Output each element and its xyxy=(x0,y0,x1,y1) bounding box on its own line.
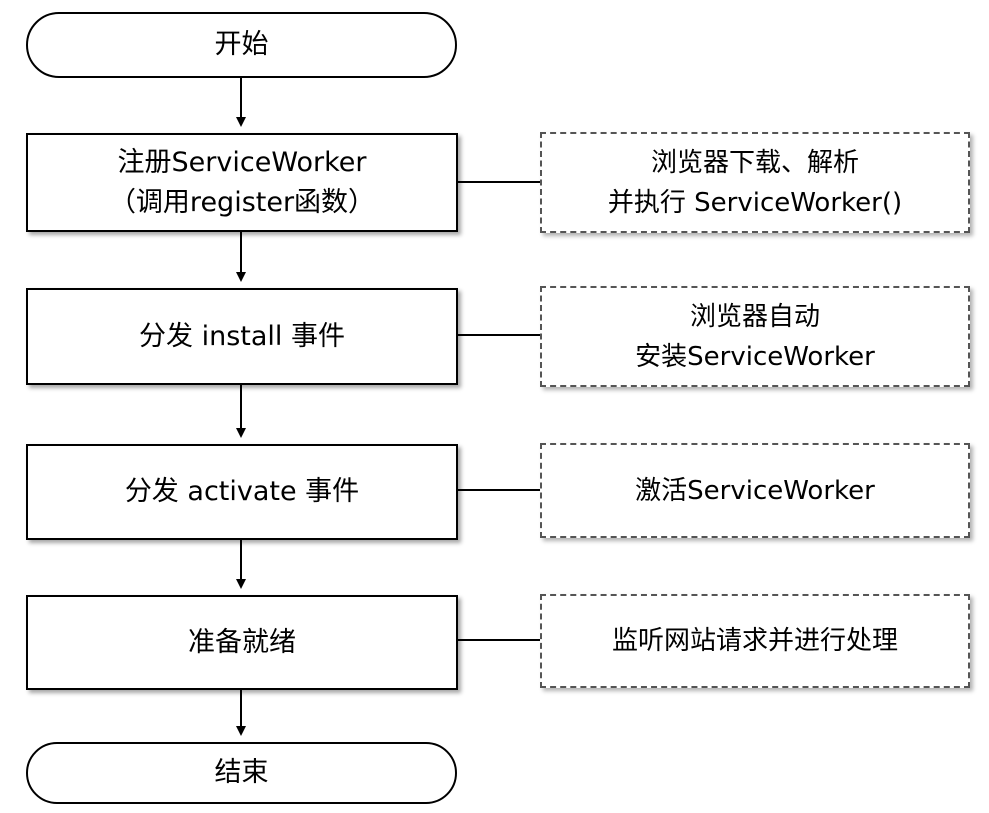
note-browser-download-parse: 浏览器下载、解析 并执行 ServiceWorker() xyxy=(540,132,970,233)
note-1-line-2: 并执行 ServiceWorker() xyxy=(607,187,903,218)
note-activate-service-worker: 激活ServiceWorker xyxy=(540,443,970,538)
start-terminal: 开始 xyxy=(26,12,457,78)
note-3-line-1: 激活ServiceWorker xyxy=(635,475,875,506)
step-4-line-1: 准备就绪 xyxy=(188,626,296,658)
step-dispatch-activate-event: 分发 activate 事件 xyxy=(26,444,458,540)
note-4-line-1: 监听网站请求并进行处理 xyxy=(611,626,898,656)
step-1-line-1: 注册ServiceWorker xyxy=(117,146,367,178)
step-2-line-1: 分发 install 事件 xyxy=(139,320,345,352)
note-1-line-1: 浏览器下载、解析 xyxy=(650,147,859,178)
note-2-line-2: 安装ServiceWorker xyxy=(635,341,875,372)
step-register-service-worker: 注册ServiceWorker （调用register函数） xyxy=(26,133,458,232)
end-label: 结束 xyxy=(214,757,269,788)
step-1-line-2: （调用register函数） xyxy=(108,186,376,218)
step-dispatch-install-event: 分发 install 事件 xyxy=(26,288,458,385)
note-2-line-1: 浏览器自动 xyxy=(689,301,820,332)
step-ready: 准备就绪 xyxy=(26,595,458,690)
step-3-line-1: 分发 activate 事件 xyxy=(124,476,360,507)
end-terminal: 结束 xyxy=(26,742,457,804)
start-label: 开始 xyxy=(214,29,269,60)
note-listen-handle-requests: 监听网站请求并进行处理 xyxy=(540,594,970,688)
note-browser-auto-install: 浏览器自动 安装ServiceWorker xyxy=(540,286,970,387)
